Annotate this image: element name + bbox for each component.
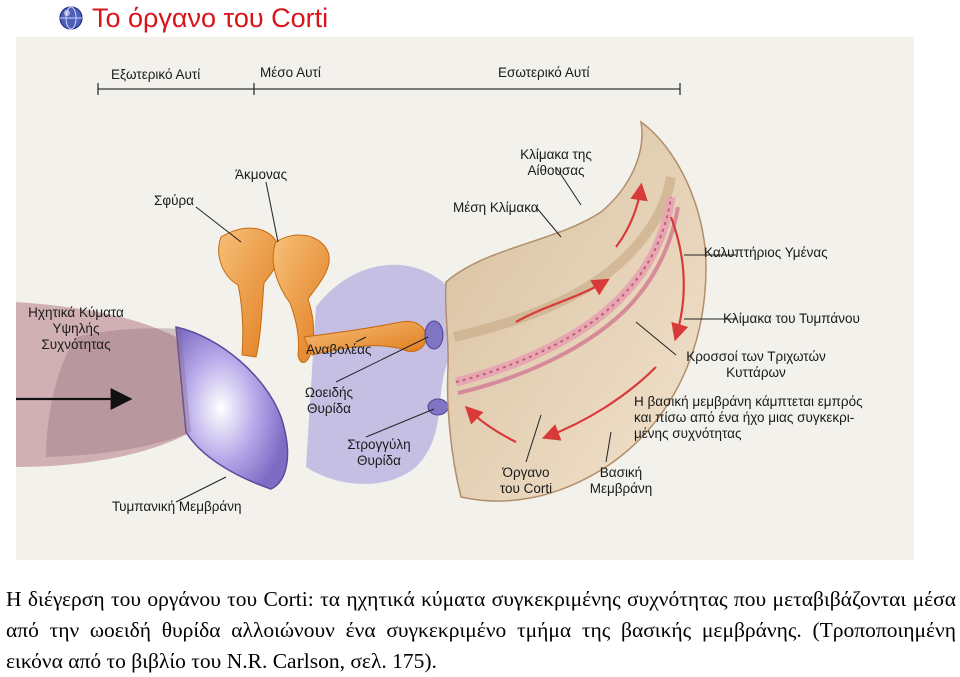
label-stirrup: Αναβολέας <box>306 342 372 357</box>
label-inner-ear: Εσωτερικό Αυτί <box>498 65 590 80</box>
title-text: Το όργανο του Corti <box>92 2 329 33</box>
label-oval-window: Ωοειδής Θυρίδα <box>304 385 354 416</box>
label-organ-of-corti: Όργανο του Corti <box>499 465 553 496</box>
label-scala-vestibuli: Κλίμακα της Αίθουσας <box>520 147 592 178</box>
label-middle-ear: Μέσο Αυτί <box>260 65 321 80</box>
label-anvil: Άκμονας <box>235 167 288 182</box>
globe-bullet-icon <box>58 5 84 31</box>
label-tectorial-membrane: Καλυπτήριος Υμένας <box>704 245 828 260</box>
label-basilar-note: Η βασική μεμβράνη κάμπτεται εμπρός και π… <box>634 394 863 441</box>
label-outer-ear: Εξωτερικό Αυτί <box>111 67 201 82</box>
eardrum-shape <box>175 326 289 490</box>
hammer-shape <box>218 227 280 358</box>
label-basilar-membrane: Βασική Μεμβράνη <box>589 465 653 496</box>
section-bracket <box>97 83 681 95</box>
middle-ear-cavity <box>306 264 456 484</box>
ear-canal-wall <box>16 302 191 467</box>
label-hammer: Σφύρα <box>154 193 194 208</box>
label-scala-tympani: Κλίμακα του Τυμπάνου <box>723 311 860 326</box>
flow-arrows <box>464 182 689 443</box>
ear-diagram-drawing <box>16 83 736 503</box>
label-hair-cells: Κροσσοί των Τριχωτών Κυττάρων <box>686 349 826 380</box>
label-scala-media: Μέση Κλίμακα <box>453 200 539 215</box>
figure-caption: Η διέγερση του οργάνου του Corti: τα ηχη… <box>6 587 956 673</box>
oval-window-shape <box>424 320 444 350</box>
cochlea-shape <box>444 120 707 502</box>
label-round-window: Στρογγύλη Θυρίδα <box>347 437 411 468</box>
label-eardrum: Τυμπανική Μεμβράνη <box>112 499 242 514</box>
round-window-shape <box>427 398 449 416</box>
anvil-shape <box>272 234 330 363</box>
slide-title: Το όργανο του Corti <box>58 2 328 34</box>
ear-diagram: Εξωτερικό Αυτί Μέσο Αυτί Εσωτερικό Αυτί … <box>16 37 914 560</box>
leader-lines <box>175 166 736 503</box>
label-sound-waves: Ηχητικά Κύματα Υψηλής Συχνότητας <box>28 305 124 352</box>
